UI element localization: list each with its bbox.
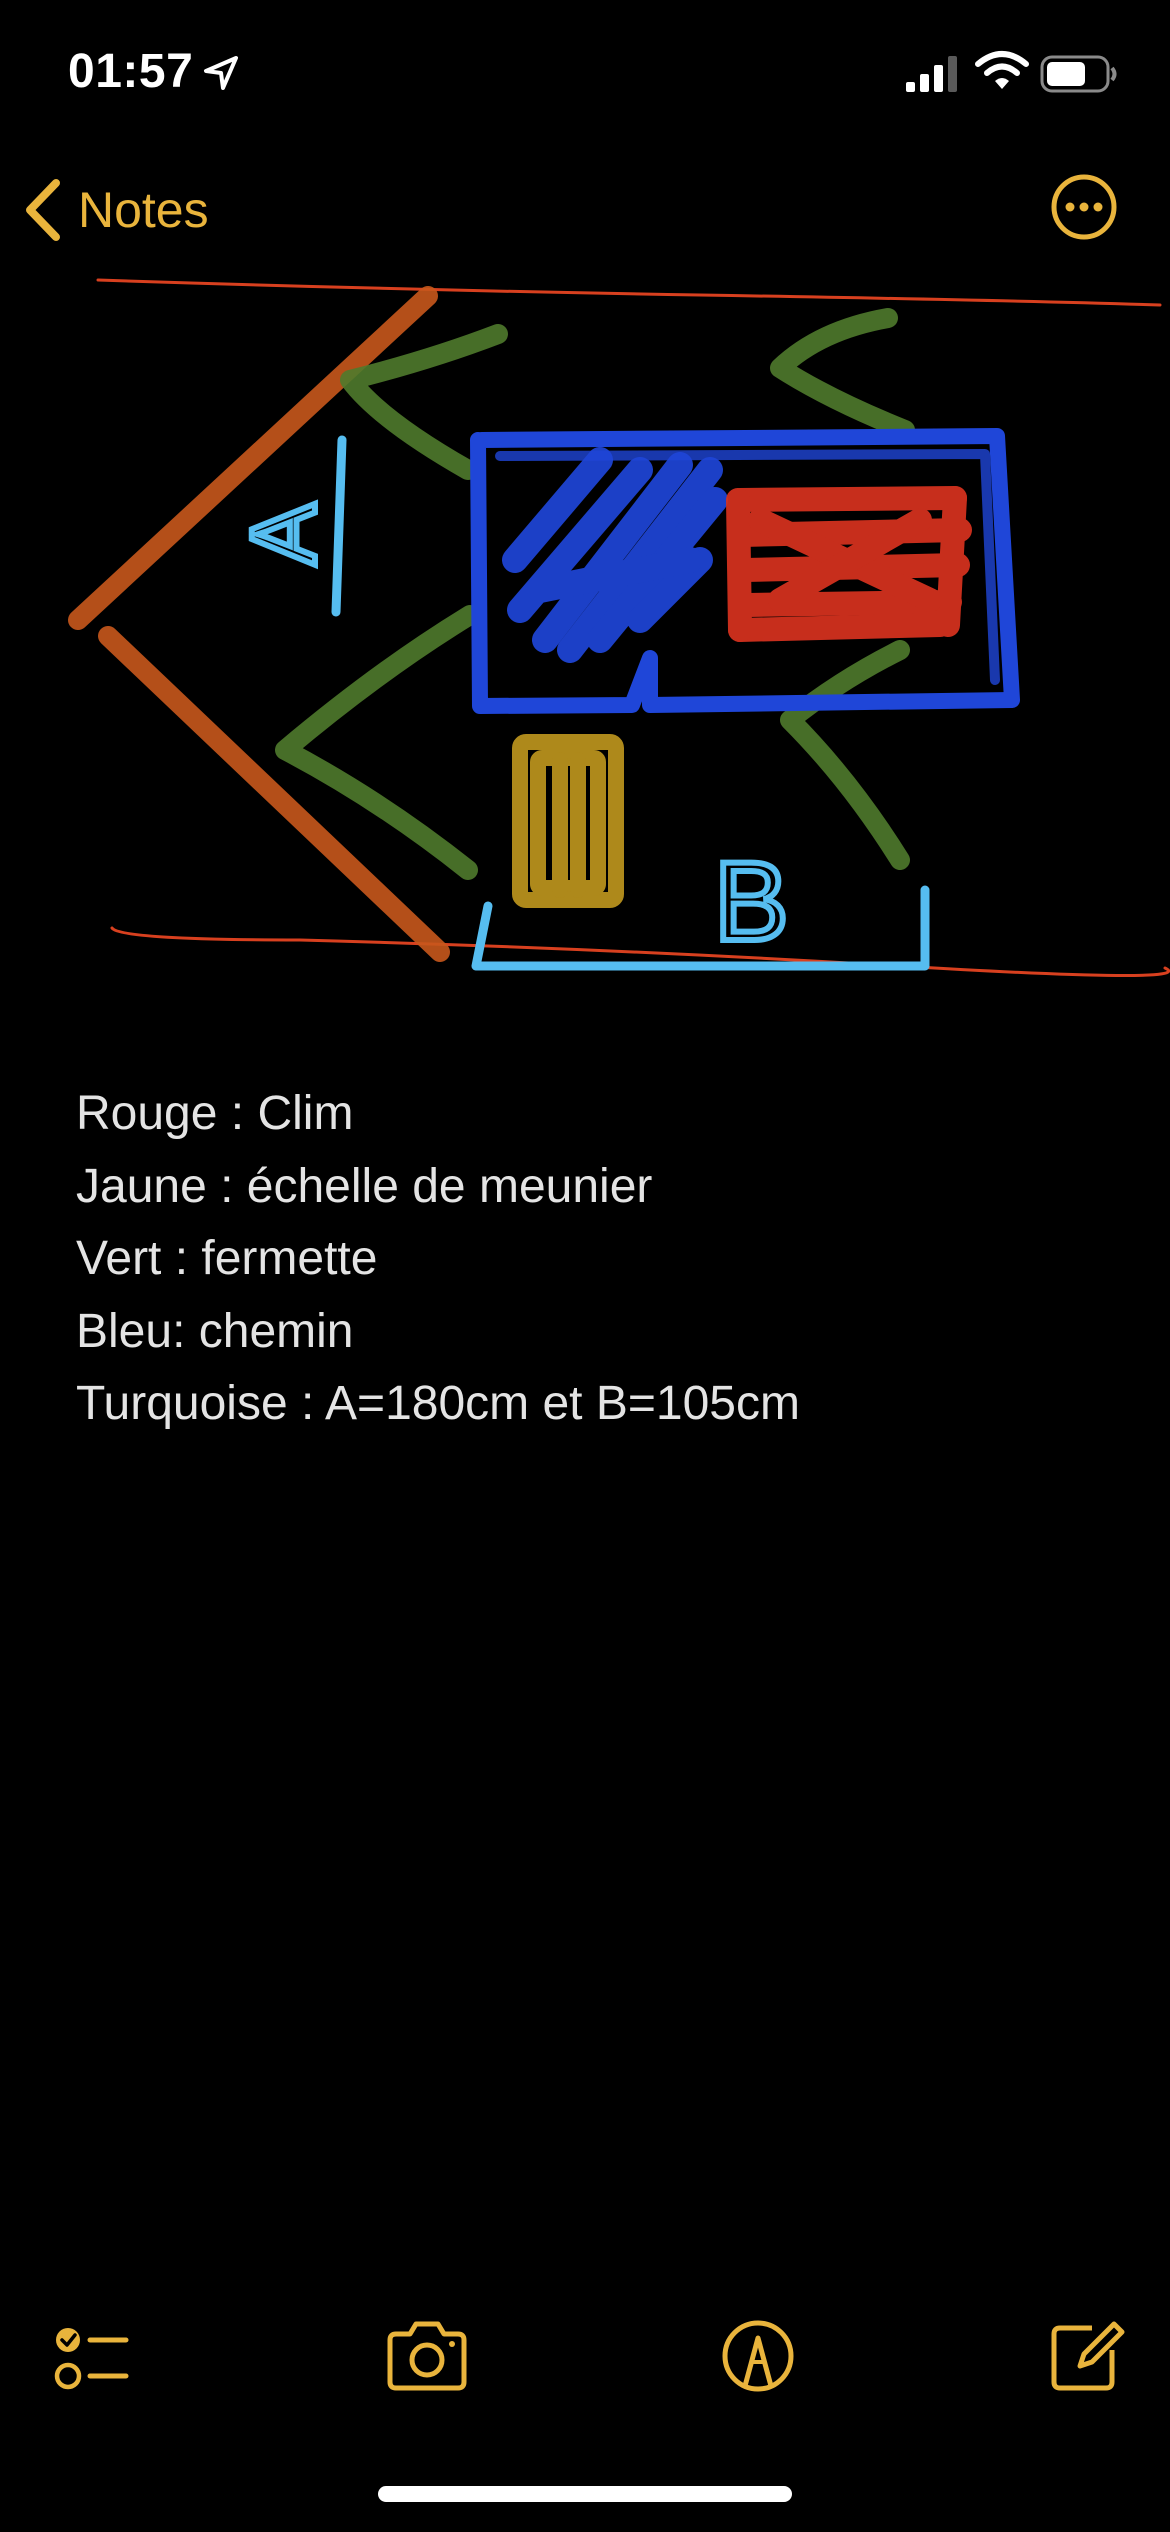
fermette-left-top — [340, 324, 508, 480]
navigation-bar: Notes — [0, 160, 1170, 260]
chemin-outline — [470, 428, 1020, 714]
bracket-b — [471, 885, 930, 971]
note-line: Turquoise : A=180cm et B=105cm — [76, 1377, 800, 1430]
ellipsis-circle-icon[interactable] — [1050, 173, 1118, 241]
note-line: Bleu: chemin — [76, 1304, 354, 1358]
note-line: Jaune : échelle de meunier — [76, 1159, 653, 1213]
note-line: Vert : fermette — [76, 1232, 378, 1285]
status-time: 01:57 — [68, 45, 194, 98]
markup-pen-icon — [722, 2320, 794, 2392]
fermette-left-bottom — [275, 605, 480, 880]
compose-icon — [1051, 2321, 1125, 2391]
markup-button[interactable] — [713, 2310, 803, 2400]
roof-line-upper — [68, 286, 438, 630]
status-bar: 01:57 — [0, 0, 1170, 140]
top-red-line — [96, 278, 1162, 307]
home-indicator — [378, 2486, 792, 2502]
bracket-a — [331, 435, 347, 617]
note-line: Rouge : Clim — [76, 1087, 354, 1140]
fermette-right-top — [770, 308, 915, 440]
back-button-label: Notes — [78, 182, 209, 238]
label-a: A — [233, 503, 335, 565]
chemin-outline-inner — [495, 449, 1000, 685]
bottom-toolbar — [0, 2310, 1170, 2420]
wifi-icon — [975, 51, 1029, 89]
battery-icon — [1040, 55, 1117, 93]
checklist-button[interactable] — [46, 2310, 136, 2400]
sketch-drawing[interactable]: A B — [0, 260, 1170, 1000]
compose-button[interactable] — [1040, 2310, 1130, 2400]
back-button[interactable]: Notes — [22, 172, 209, 248]
chevron-left-icon — [26, 179, 60, 241]
checklist-icon — [54, 2328, 129, 2390]
location-arrow-icon — [204, 56, 238, 90]
camera-icon — [387, 2321, 467, 2391]
bottom-red-line — [110, 926, 1170, 978]
fermette-right-bottom — [780, 640, 910, 870]
cellular-signal-icon — [906, 56, 957, 92]
camera-button[interactable] — [382, 2310, 472, 2400]
ladder-outline — [512, 734, 624, 908]
roof-line-lower — [98, 626, 450, 962]
label-b: B — [714, 839, 789, 964]
